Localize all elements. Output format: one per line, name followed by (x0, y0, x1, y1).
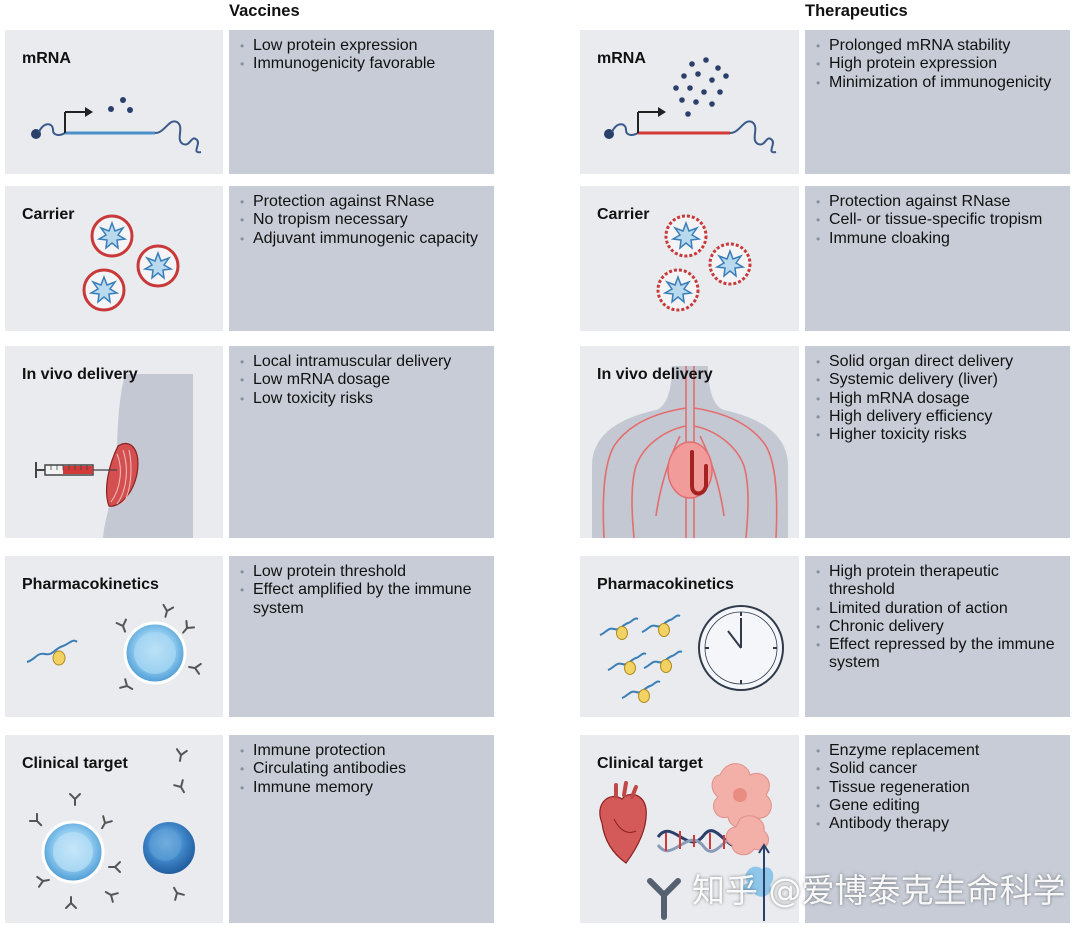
mrna-construct-icon (31, 97, 202, 154)
bullet-item: Circulating antibodies (239, 760, 490, 779)
bullet-item: Adjuvant immunogenic capacity (239, 230, 490, 249)
row-label: In vivo delivery (22, 366, 138, 383)
bullet-item: High protein expression (815, 55, 1066, 74)
bullet-item: Limited duration of action (815, 600, 1066, 619)
circulatory-system-icon (592, 366, 788, 538)
vaccines-target-illustration-panel: Clinical target (5, 735, 223, 923)
row-label: Carrier (22, 206, 75, 223)
vaccines-target-text-cell: Immune protection Circulating antibodies… (229, 735, 494, 923)
tissue-regeneration-icon (742, 843, 774, 921)
clock-icon (698, 605, 784, 691)
bullet-item: No tropism necessary (239, 211, 490, 230)
vaccines-column-header: Vaccines (229, 2, 300, 20)
immune-cell-icon (26, 603, 202, 695)
therapeutics-delivery-illustration-panel: In vivo delivery (580, 346, 799, 538)
watermark: 知乎 @爱博泰克生命科学 (692, 871, 1066, 910)
row-label: Carrier (597, 206, 650, 223)
therapeutics-column-header: Therapeutics (805, 2, 908, 20)
bullet-item: Low toxicity risks (239, 390, 490, 409)
therapeutics-carrier-illustration-panel: Carrier (580, 186, 799, 331)
therapeutics-mrna-illustration-panel: mRNA (580, 30, 799, 174)
bullet-item: Antibody therapy (815, 815, 1066, 834)
vaccines-carrier-illustration-panel: Carrier (5, 186, 223, 331)
row-label: In vivo delivery (597, 366, 713, 383)
bullet-item: Effect amplified by the immune system (239, 581, 490, 618)
bullet-item: Local intramuscular delivery (239, 353, 490, 372)
therapeutics-delivery-text-cell: Solid organ direct delivery Systemic del… (805, 346, 1070, 538)
therapeutics-target-text-cell: Enzyme replacement Solid cancer Tissue r… (805, 735, 1070, 923)
therapeutics-target-illustration-panel: Clinical target (580, 735, 799, 923)
bullet-item: High protein therapeutic threshold (815, 563, 1066, 600)
row-label: Pharmacokinetics (22, 576, 159, 593)
bullet-item: Low protein expression (239, 37, 490, 56)
antibody-icon (647, 878, 681, 920)
bullet-item: Immune cloaking (815, 230, 1066, 249)
mrna-construct-icon (604, 57, 777, 154)
clinical-targets-art (599, 763, 774, 921)
torso-silhouette-icon (35, 374, 193, 538)
bullet-item: Cell- or tissue-specific tropism (815, 211, 1066, 230)
therapeutics-pk-illustration-panel: Pharmacokinetics (580, 556, 799, 717)
bullet-item: Effect repressed by the immune system (815, 636, 1066, 673)
bullet-item: High delivery efficiency (815, 408, 1066, 427)
bullet-item: Immunogenicity favorable (239, 55, 490, 74)
heart-icon (599, 781, 647, 864)
vaccines-pk-text-cell: Low protein threshold Effect amplified b… (229, 556, 494, 717)
mrna-lnp-group-icon (599, 605, 784, 704)
vaccines-mrna-illustration-panel: mRNA (5, 30, 223, 174)
bullet-item: Immune memory (239, 779, 490, 798)
cancer-cell-icon (711, 763, 772, 856)
bullet-item: Low protein threshold (239, 563, 490, 582)
therapeutics-mrna-text-cell: Prolonged mRNA stability High protein ex… (805, 30, 1070, 174)
bullet-item: Protection against RNase (815, 193, 1066, 212)
syringe-icon (35, 462, 117, 478)
bullet-item: Tissue regeneration (815, 779, 1066, 798)
row-label: mRNA (597, 50, 646, 67)
bullet-item: Higher toxicity risks (815, 426, 1066, 445)
bullet-item: High mRNA dosage (815, 390, 1066, 409)
bullet-item: Gene editing (815, 797, 1066, 816)
therapeutics-carrier-text-cell: Protection against RNase Cell- or tissue… (805, 186, 1070, 331)
row-label: Pharmacokinetics (597, 576, 734, 593)
bullet-item: Minimization of immunogenicity (815, 74, 1066, 93)
bullet-item: Solid cancer (815, 760, 1066, 779)
vaccines-mrna-text-cell: Low protein expression Immunogenicity fa… (229, 30, 494, 174)
vaccines-carrier-text-cell: Protection against RNase No tropism nece… (229, 186, 494, 331)
bullet-item: Prolonged mRNA stability (815, 37, 1066, 56)
row-label: mRNA (22, 50, 71, 67)
bullet-item: Enzyme replacement (815, 742, 1066, 761)
bullet-item: Low mRNA dosage (239, 371, 490, 390)
row-label: Clinical target (22, 755, 128, 772)
immune-cell-icon (28, 748, 197, 909)
bullet-item: Systemic delivery (liver) (815, 371, 1066, 390)
deltoid-muscle-icon (106, 443, 139, 507)
vaccines-delivery-illustration-panel: In vivo delivery (5, 346, 223, 538)
catheter-icon (690, 450, 708, 496)
vaccines-pk-illustration-panel: Pharmacokinetics (5, 556, 223, 717)
vaccines-delivery-text-cell: Local intramuscular delivery Low mRNA do… (229, 346, 494, 538)
bullet-item: Protection against RNase (239, 193, 490, 212)
bullet-item: Solid organ direct delivery (815, 353, 1066, 372)
row-label: Clinical target (597, 755, 703, 772)
bullet-item: Immune protection (239, 742, 490, 761)
bullet-item: Chronic delivery (815, 618, 1066, 637)
therapeutics-pk-text-cell: High protein therapeutic threshold Limit… (805, 556, 1070, 717)
